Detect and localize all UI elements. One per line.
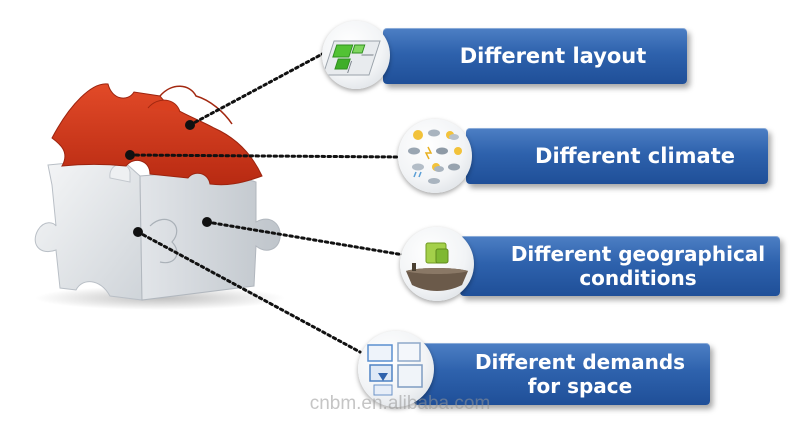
feature-label-line2: for space — [527, 374, 633, 398]
left-wall-piece — [34, 157, 143, 301]
connector-space — [136, 230, 362, 354]
right-wall-piece — [139, 169, 281, 301]
space-blocks-icon — [358, 331, 434, 407]
connector-climate — [128, 153, 402, 159]
roof-piece — [51, 83, 263, 186]
weather-icons — [398, 119, 472, 193]
feature-banner-space: Different demands for space — [414, 343, 710, 405]
floor-plan-icon — [322, 21, 390, 89]
feature-label: Different climate — [535, 144, 735, 168]
feature-banner-layout: Different layout — [383, 28, 687, 84]
watermark: cnbm.en.alibaba.com — [309, 393, 491, 414]
connector-geography — [205, 220, 406, 257]
feature-label: Different layout — [459, 44, 647, 68]
feature-label-line2: conditions — [579, 266, 697, 290]
feature-label-line1: Different geographical — [510, 242, 766, 266]
feature-banner-geography: Different geographical conditions — [460, 236, 780, 296]
connector-layout — [188, 50, 328, 127]
terrain-icon — [400, 227, 474, 301]
feature-banner-climate: Different climate — [466, 128, 768, 184]
feature-label-line1: Different demands — [474, 350, 686, 374]
